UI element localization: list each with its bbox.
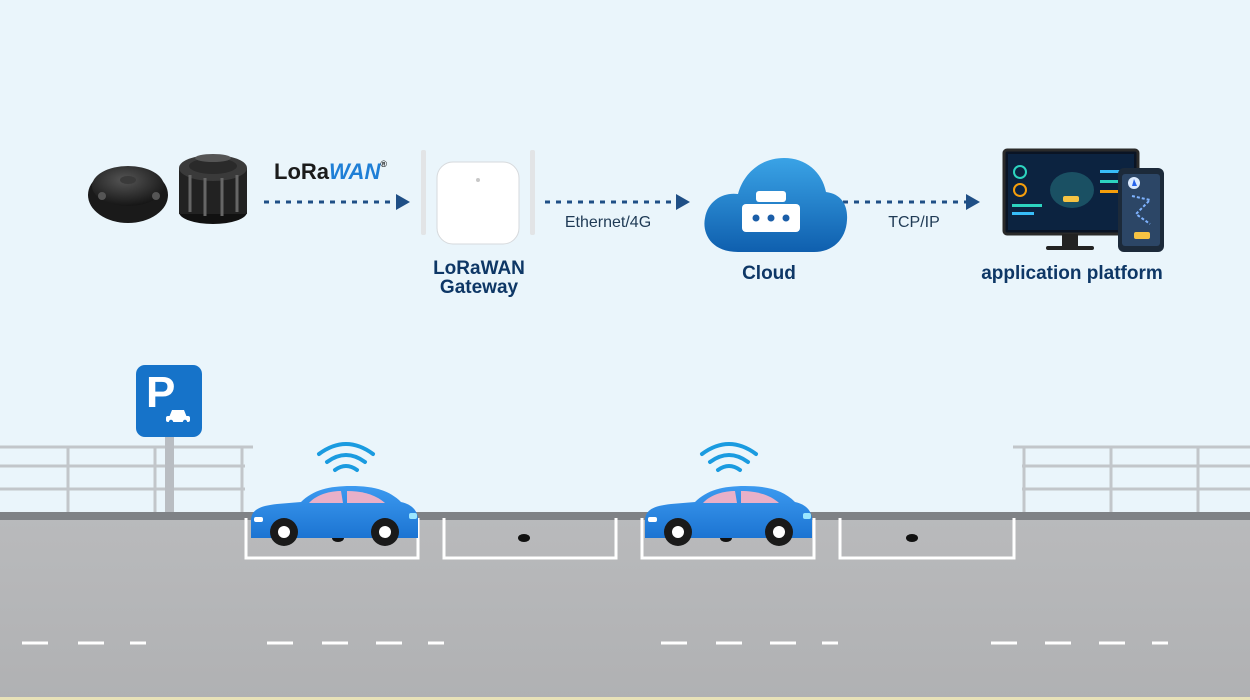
curb: [0, 512, 1250, 520]
parking-sign-car-icon: [166, 410, 190, 425]
link-label-ethernet: Ethernet/4G: [564, 214, 652, 231]
lorawan-logo-wan: WAN: [329, 159, 381, 184]
parking-bay-4: [838, 518, 1016, 560]
road: [0, 514, 1250, 700]
parking-bay-3: [640, 518, 816, 560]
arrow-cloud-to-platform: [843, 194, 980, 210]
gateway-device: [421, 150, 535, 245]
lorawan-logo-lora: LoRa: [274, 159, 329, 184]
car-1: [251, 486, 418, 546]
sign-post: [165, 430, 174, 520]
lorawan-logo: LoRaWAN®: [274, 159, 387, 185]
parking-sensor-disc: [88, 166, 168, 223]
gateway-label: LoRaWAN Gateway: [400, 259, 558, 297]
road-edge: [0, 697, 1250, 700]
cloud-icon: [704, 158, 848, 252]
arrow-sensor-to-gateway: [264, 194, 410, 210]
parking-sensor-cylinder: [179, 154, 247, 224]
left-guardrail: [0, 445, 253, 514]
gateway-label-line2: Gateway: [439, 277, 519, 298]
gateway-label-line1: LoRaWAN: [433, 258, 525, 279]
parking-sign-letter: P: [146, 368, 176, 417]
ground-sensor-2: [518, 534, 530, 542]
mobile-phone: [1118, 168, 1164, 252]
car-2: [645, 486, 812, 546]
parking-bay-2: [442, 518, 618, 560]
platform-label: application platform: [981, 263, 1163, 284]
ground-sensor-4: [906, 534, 918, 542]
link-label-tcpip: TCP/IP: [888, 214, 940, 231]
lorawan-logo-mark: ®: [380, 159, 387, 169]
arrow-gateway-to-cloud: [545, 194, 690, 210]
wifi-signal-icon-1: [317, 442, 375, 472]
dashboard-monitor: [1002, 148, 1140, 250]
wifi-signal-icon-2: [700, 442, 758, 472]
cloud-label: Cloud: [742, 263, 796, 284]
right-guardrail: [1013, 445, 1250, 514]
